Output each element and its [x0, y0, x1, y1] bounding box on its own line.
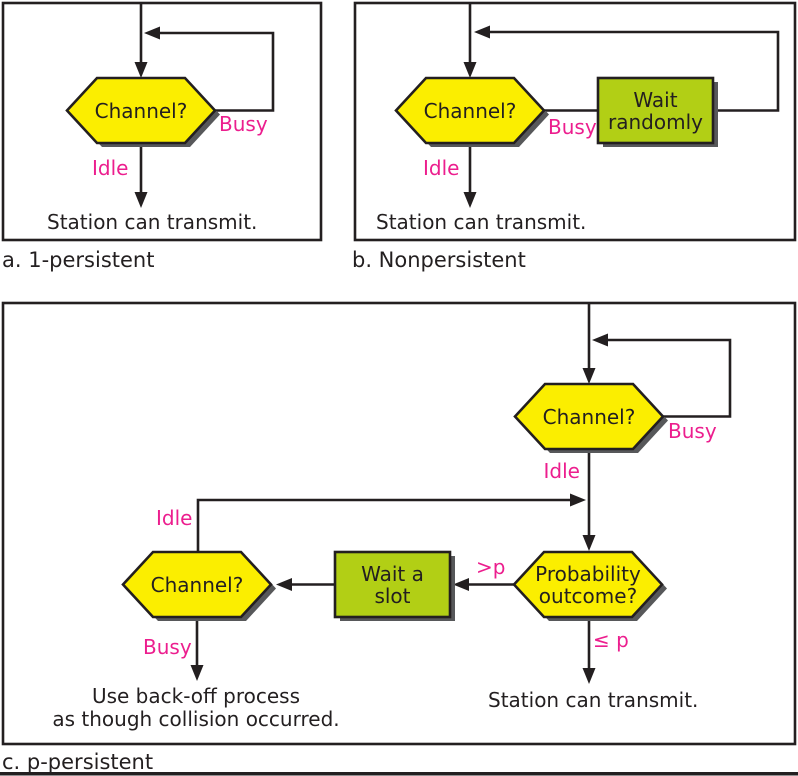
channel-top-hexagon	[513, 382, 665, 451]
busy-left-label: Busy	[143, 635, 192, 659]
wait-a-slot-box	[333, 550, 452, 619]
prob-line1: Probability	[535, 561, 641, 586]
prob-line2: outcome?	[538, 583, 638, 608]
result-text: Station can transmit.	[47, 210, 258, 234]
panel-c-border	[1, 301, 797, 746]
arrow-left-icon	[474, 25, 490, 39]
panel-b-border	[353, 1, 797, 242]
arrow-left-icon	[144, 26, 160, 40]
channel-hexagon-label: Channel?	[94, 98, 188, 123]
arrow-down-icon	[463, 62, 477, 78]
panel-b-caption: b. Nonpersistent	[352, 248, 526, 272]
wait-a-slot-label: Wait a slot	[335, 552, 450, 617]
busy-loop-line	[600, 338, 732, 418]
channel-hexagon	[65, 76, 217, 145]
wait-loop-line	[482, 30, 780, 112]
panel-a-caption: a. 1-persistent	[2, 248, 155, 272]
busy-label: Busy	[219, 112, 268, 136]
idle-label: Idle	[423, 156, 460, 180]
panel-a-border	[1, 1, 323, 242]
greater-than-p-label: >p	[476, 555, 506, 579]
less-equal-p-label: ≤ p	[593, 628, 629, 652]
wait-randomly-box	[596, 76, 715, 145]
arrow-left-icon	[276, 578, 292, 591]
idle-label: Idle	[92, 156, 129, 180]
backoff-line1: Use back-off process	[91, 684, 301, 708]
arrow-down-icon	[582, 535, 596, 551]
arrow-left-icon	[592, 333, 608, 347]
wait-line1: Wait a	[361, 561, 424, 586]
arrow-right-icon	[570, 493, 586, 507]
arrow-down-icon	[463, 192, 477, 208]
idle-top-label: Idle	[543, 459, 580, 483]
wait-randomly-label: Wait randomly	[598, 78, 713, 143]
arrow-down-icon	[190, 665, 204, 681]
probability-hexagon-label: Probability outcome?	[514, 552, 662, 617]
backoff-line2: as though collision occurred.	[52, 707, 340, 731]
channel-top-hexagon-label: Channel?	[542, 404, 636, 429]
result-text: Station can transmit.	[488, 688, 699, 712]
busy-label: Busy	[548, 115, 597, 139]
arrow-down-icon	[582, 668, 596, 684]
arrow-down-icon	[582, 368, 596, 384]
channel-hexagon	[394, 76, 546, 145]
arrow-down-icon	[134, 62, 148, 78]
panel-a-diagram	[1, 1, 323, 242]
arrow-left-icon	[453, 578, 469, 591]
panel-b-diagram	[353, 1, 797, 242]
wait-line2: slot	[374, 583, 411, 608]
figure-bottom-rule	[0, 772, 798, 776]
panel-c-caption: c. p-persistent	[2, 750, 154, 774]
arrow-down-icon	[134, 192, 148, 208]
busy-loop-line	[152, 31, 275, 112]
channel-left-hexagon	[121, 550, 273, 619]
idle-return-line	[196, 498, 578, 551]
wait-line1: Wait	[633, 87, 678, 112]
panel-c-diagram	[1, 301, 797, 746]
probability-hexagon	[512, 550, 664, 619]
result-text: Station can transmit.	[376, 210, 587, 234]
busy-top-label: Busy	[668, 419, 717, 443]
channel-left-hexagon-label: Channel?	[150, 572, 244, 597]
channel-hexagon-label: Channel?	[423, 98, 517, 123]
backoff-text: Use back-off process as though collision…	[35, 685, 357, 731]
idle-left-label: Idle	[156, 506, 193, 530]
wait-line2: randomly	[608, 109, 703, 134]
